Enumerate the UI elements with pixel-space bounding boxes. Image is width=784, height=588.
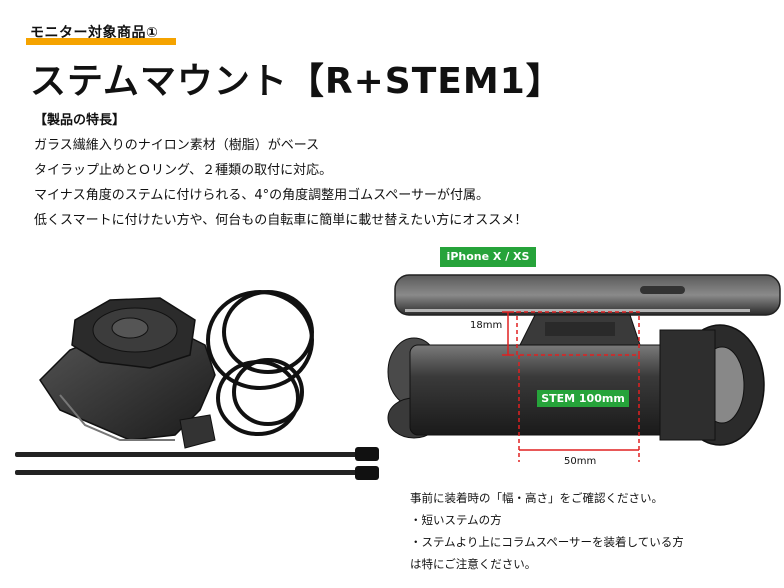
dimension-markers	[502, 311, 640, 462]
mount-body-image	[39, 297, 216, 449]
note-line: ・ステムより上にコラムスペーサーを装着している方	[410, 535, 684, 549]
fitting-notes: 事前に装着時の「幅・高さ」をご確認ください。 ・短いステムの方 ・ステムより上に…	[410, 487, 684, 575]
feature-line: タイラップ止めとＯリング、２種類の取付に対応。	[34, 163, 333, 178]
page-title: ステムマウント【R+STEM1】	[30, 61, 563, 102]
height-dimension-label: 18mm	[470, 320, 503, 331]
note-line: は特にご注意ください。	[410, 557, 537, 571]
o-rings-image	[206, 290, 314, 436]
width-dimension-label: 50mm	[564, 456, 597, 467]
phone-model-label: iPhone X / XS	[440, 247, 536, 267]
note-line: 事前に装着時の「幅・高さ」をご確認ください。	[410, 491, 663, 505]
feature-heading: 【製品の特長】	[34, 113, 126, 128]
phone-image	[394, 274, 781, 316]
stem-length-label: STEM 100mm	[537, 390, 629, 407]
feature-list: 【製品の特長】 ガラス繊維入りのナイロン素材（樹脂）がベース タイラップ止めとＯ…	[34, 108, 527, 233]
feature-line: マイナス角度のステムに付けられる、4°の角度調整用ゴムスペーサーが付属。	[34, 188, 489, 203]
monitor-product-tag: モニター対象商品①	[30, 25, 159, 41]
feature-line: ガラス繊維入りのナイロン素材（樹脂）がベース	[34, 138, 320, 153]
feature-line: 低くスマートに付けたい方や、何台もの自転車に簡単に載せ替えたい方にオススメ！	[34, 213, 528, 228]
note-line: ・短いステムの方	[410, 513, 502, 527]
zip-ties-image	[15, 447, 379, 480]
stem-mount-image	[519, 314, 641, 346]
stem-image	[387, 324, 765, 446]
tag-underline	[26, 38, 176, 45]
